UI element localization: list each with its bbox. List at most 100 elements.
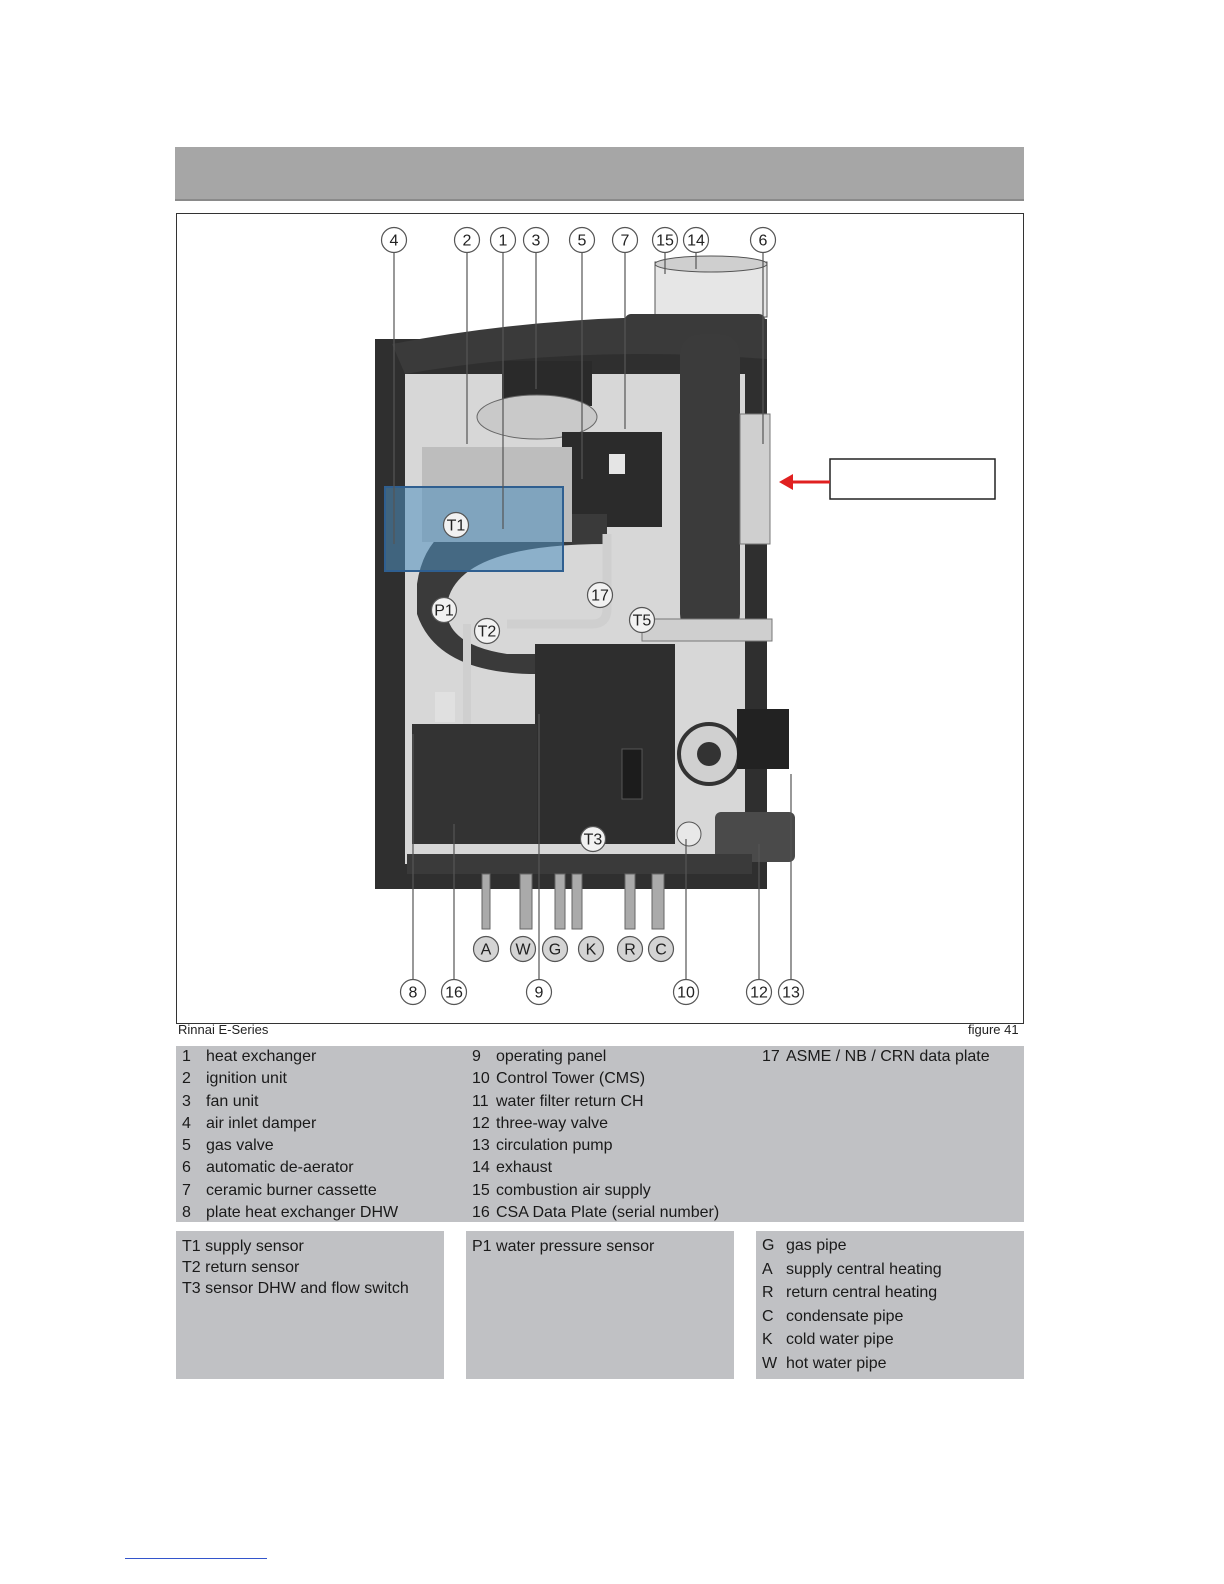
legend-label: circulation pump [496,1137,613,1155]
sensor-tag-t5: T5 [628,606,656,634]
callout-2: 2 [453,226,481,254]
callout-7-circle [611,226,639,254]
legend-item-7: 7 ceramic burner cassette [182,1180,398,1202]
section-title-bar [175,147,1024,201]
callout-7-label: 7 [621,233,630,250]
callout-8: 8 [399,978,427,1006]
connection-k-label: K [586,942,597,959]
exhaust-pipe [680,334,740,634]
legend-number: 7 [182,1181,191,1199]
connection-c-circle [647,935,675,963]
connection-label: supply central heating [786,1260,942,1278]
legend-number: 15 [472,1181,490,1199]
connection-k-circle [577,935,605,963]
callout-6-label: 6 [759,233,768,250]
legend-label: ASME / NB / CRN data plate [786,1048,990,1065]
callout-10: 10 [672,978,700,1006]
t5-bracket [641,618,773,642]
callout-15-label: 15 [656,233,674,250]
callout-2-circle [453,226,481,254]
callout-8-label: 8 [409,985,418,1002]
sensor-tag-t2-circle [473,617,501,645]
callout-14: 14 [682,226,710,254]
legend-number: 3 [182,1092,191,1110]
connection-c: C [647,935,675,963]
legend-label: Control Tower (CMS) [496,1070,646,1088]
legend-label: plate heat exchanger DHW [206,1204,399,1222]
legend-item-11: 11 water filter return CH [472,1091,719,1113]
connection-r: R [616,935,644,963]
callout-8-circle [399,978,427,1006]
legend-label: ignition unit [206,1070,287,1088]
connection-w-label: W [515,942,531,959]
legend-number: 2 [182,1070,191,1088]
legend-label: exhaust [496,1159,553,1177]
callout-5-label: 5 [578,233,587,250]
callout-15: 15 [651,226,679,254]
sensor-tag-t1: T1 [442,511,470,539]
legend-label: ceramic burner cassette [206,1181,377,1199]
highlight-box [384,486,564,572]
sensor-tag-t2-label: T2 [478,624,497,641]
callout-13-label: 13 [782,985,800,1002]
connection-g-label: G [549,942,561,959]
connection-c-label: C [655,942,667,959]
connection-label: cold water pipe [786,1331,894,1348]
legend-label: water filter return CH [496,1092,644,1110]
sensor-legend-item: T3 sensor DHW and flow switch [182,1280,409,1297]
legend-number: 13 [472,1137,490,1155]
connection-letter: R [762,1284,774,1301]
sensor-tag-p1: P1 [430,596,458,624]
plate-heat-exchanger [412,724,537,844]
callout-2-label: 2 [463,233,472,250]
connection-a-label: A [481,942,492,959]
legend-number: 6 [182,1159,191,1177]
callout-7: 7 [611,226,639,254]
sensor-tag-t2: T2 [473,617,501,645]
connection-letter: G [762,1237,775,1254]
sensor-tag-t3-circle [579,825,607,853]
callout-12-circle [745,978,773,1006]
callout-16-circle [440,978,468,1006]
legend-item-15: 15 combustion air supply [472,1180,719,1202]
sensor-legend-item: T1 supply sensor [182,1238,304,1255]
callout-9-circle [525,978,553,1006]
connection-k: K [577,935,605,963]
callout-5: 5 [568,226,596,254]
legend-number: 11 [472,1092,489,1110]
legend-number: 1 [182,1048,191,1065]
connection-g: G [541,935,569,963]
legend-item-13: 13 circulation pump [472,1135,719,1157]
three-way-valve [715,812,795,862]
legend-label: heat exchanger [206,1048,317,1065]
connection-label: gas pipe [786,1237,847,1254]
legend-label: operating panel [496,1048,607,1065]
legend-number: 9 [472,1048,481,1065]
connection-w: W [509,935,537,963]
callout-5-circle [568,226,596,254]
legend-item-9: 9 operating panel [472,1046,719,1068]
callout-4-label: 4 [390,233,399,250]
sensor-legend-item: T2 return sensor [182,1259,300,1276]
callout-9: 9 [525,978,553,1006]
callout-4-circle [380,226,408,254]
sensor-tag-t5-circle [628,606,656,634]
legend-number: 8 [182,1204,191,1222]
control-tower [535,644,675,844]
legend-label: combustion air supply [496,1181,651,1199]
callout-12-label: 12 [750,985,768,1002]
legend-item-8: 8 plate heat exchanger DHW [182,1202,398,1224]
sensor-tag-p1-label: P1 [434,603,454,620]
